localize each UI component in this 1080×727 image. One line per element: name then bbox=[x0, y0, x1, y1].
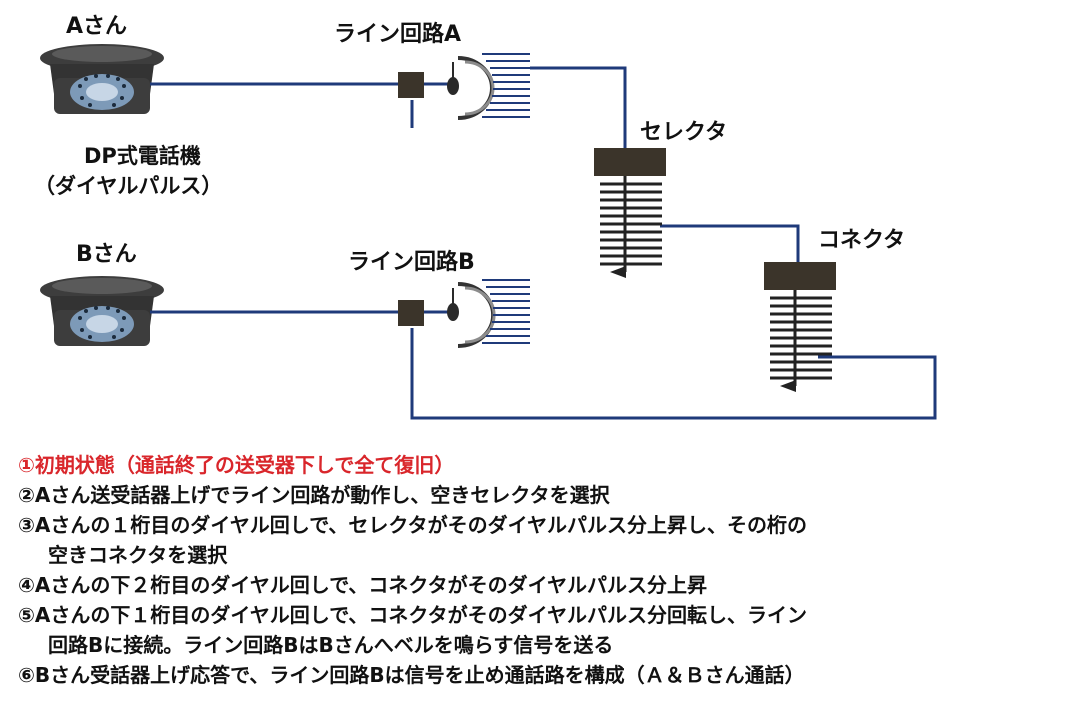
step-5-continued: 回路Bに接続。ライン回路BはBさんへベルを鳴らす信号を送る bbox=[48, 633, 614, 657]
connector-label: コネクタ bbox=[818, 228, 906, 253]
connector-switch bbox=[764, 262, 836, 392]
step-1: ①初期状態（通話終了の送受器下しで全て復旧） bbox=[18, 453, 455, 477]
phone-b-icon bbox=[40, 276, 164, 346]
phone-type-sub-label: （ダイヤルパルス） bbox=[34, 174, 223, 198]
phone-a-icon bbox=[40, 44, 164, 114]
exchange-diagram bbox=[40, 44, 937, 420]
line-circuit-b-label: ライン回路B bbox=[348, 250, 475, 275]
steps-list: ①初期状態（通話終了の送受器下しで全て復旧） ②Aさん送受話器上げでライン回路が… bbox=[18, 450, 1068, 690]
step-2: ②Aさん送受話器上げでライン回路が動作し、空きセレクタを選択 bbox=[18, 483, 610, 507]
person-a-label: Aさん bbox=[66, 14, 128, 39]
line-circuit-a-label: ライン回路A bbox=[334, 22, 462, 47]
selector-label: セレクタ bbox=[640, 120, 728, 145]
line-circuit-a bbox=[398, 53, 530, 120]
selector-switch bbox=[594, 148, 666, 278]
step-3: ③Aさんの１桁目のダイヤル回しで、セレクタがそのダイヤルパルス分上昇し、その桁の bbox=[18, 513, 808, 537]
phone-type-label: DP式電話機 bbox=[84, 144, 201, 168]
step-5: ⑤Aさんの下１桁目のダイヤル回しで、コネクタがそのダイヤルパルス分回転し、ライン bbox=[18, 603, 808, 627]
person-b-label: Bさん bbox=[76, 242, 137, 267]
line-circuit-b bbox=[398, 279, 530, 348]
step-3-continued: 空きコネクタを選択 bbox=[48, 543, 228, 567]
step-6: ⑥Bさん受話器上げ応答で、ライン回路Bは信号を止め通話路を構成（Ａ＆Ｂさん通話） bbox=[18, 663, 805, 687]
wires bbox=[150, 66, 937, 420]
step-4: ④Aさんの下２桁目のダイヤル回しで、コネクタがそのダイヤルパルス分上昇 bbox=[18, 573, 708, 597]
